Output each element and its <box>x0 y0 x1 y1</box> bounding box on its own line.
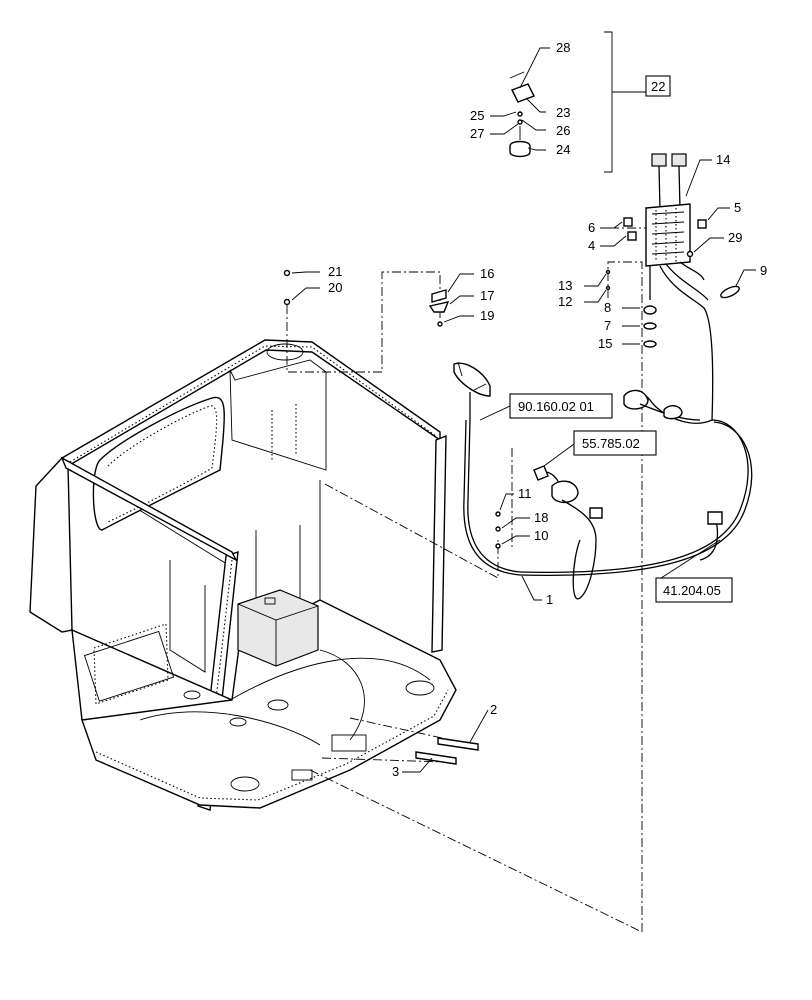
callout-28: 28 <box>556 40 570 55</box>
callout-19: 19 <box>480 308 494 323</box>
callout-3: 3 <box>392 764 399 779</box>
callout-4: 4 <box>588 238 595 253</box>
callout-5: 5 <box>734 200 741 215</box>
ref-box-55-785 <box>573 430 657 456</box>
callout-11: 11 <box>518 486 532 501</box>
cab-frame <box>29 339 457 811</box>
callout-23: 23 <box>556 105 570 120</box>
callout-7: 7 <box>604 318 611 333</box>
callout-12: 12 <box>558 294 572 309</box>
ref-box-90-160 <box>509 393 613 419</box>
ref-box-41-204 <box>655 577 733 603</box>
reference-boxes: 22 90.160.02 01 55.785.02 41.204.05 <box>509 75 733 603</box>
callout-25: 25 <box>470 108 484 123</box>
wire-harness <box>453 261 753 600</box>
ref-90-160-02-01: 90.160.02 01 <box>518 399 594 414</box>
callout-8: 8 <box>604 300 611 315</box>
callout-18: 18 <box>534 510 548 525</box>
callout-10: 10 <box>534 528 548 543</box>
fuse-box <box>605 153 707 348</box>
ref-41-204-05: 41.204.05 <box>663 583 721 598</box>
callout-26: 26 <box>556 123 570 138</box>
callout-13: 13 <box>558 278 572 293</box>
callout-20: 20 <box>328 280 342 295</box>
callout-22-box <box>645 75 671 97</box>
callout-leaders <box>291 47 756 773</box>
callout-1: 1 <box>546 592 553 607</box>
callout-15: 15 <box>598 336 612 351</box>
callout-22: 22 <box>651 79 665 94</box>
callout-2: 2 <box>490 702 497 717</box>
ref-55-785-02: 55.785.02 <box>582 436 640 451</box>
leader-lines <box>286 227 690 933</box>
callout-21: 21 <box>328 264 342 279</box>
callout-24: 24 <box>556 142 570 157</box>
callout-14: 14 <box>716 152 730 167</box>
callout-29: 29 <box>728 230 742 245</box>
callout-17: 17 <box>480 288 494 303</box>
callout-16: 16 <box>480 266 494 281</box>
callout-numbers: 28 23 25 26 27 24 14 5 6 4 29 9 13 12 8 … <box>328 40 767 779</box>
callout-9: 9 <box>760 263 767 278</box>
callout-27: 27 <box>470 126 484 141</box>
callout-6: 6 <box>588 220 595 235</box>
switch-assembly <box>509 31 646 173</box>
hardware-parts <box>283 269 501 765</box>
